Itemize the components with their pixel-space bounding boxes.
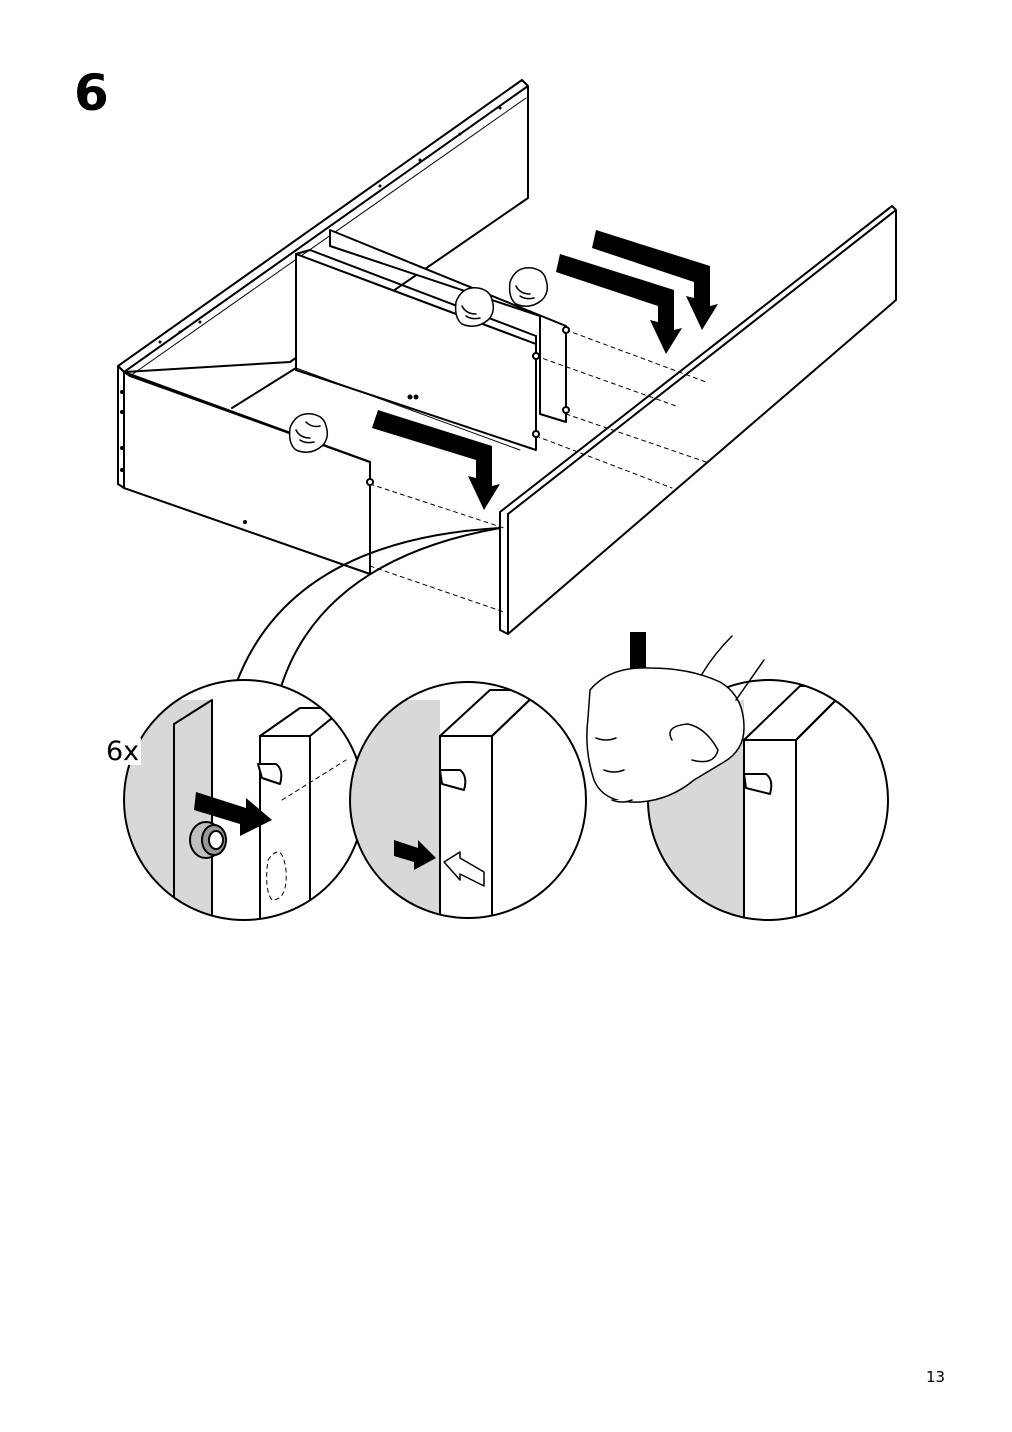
page-number: 13	[926, 1368, 946, 1386]
guide-lines	[369, 329, 707, 613]
left-panel-face	[123, 371, 371, 575]
dowels	[366, 326, 570, 486]
dowel-icon	[189, 821, 227, 859]
step-number: 6	[74, 64, 109, 122]
detail-circle-2	[349, 681, 587, 919]
callout-connector	[235, 527, 501, 685]
quantity-label: 6x	[104, 736, 142, 767]
inner-rail-front	[295, 253, 537, 451]
hand-icon	[288, 413, 329, 453]
fist-icon	[586, 635, 765, 803]
hand-icon	[454, 287, 495, 327]
front-panel	[499, 205, 897, 635]
drawer-frame	[117, 79, 897, 635]
hand-icon	[508, 267, 549, 307]
